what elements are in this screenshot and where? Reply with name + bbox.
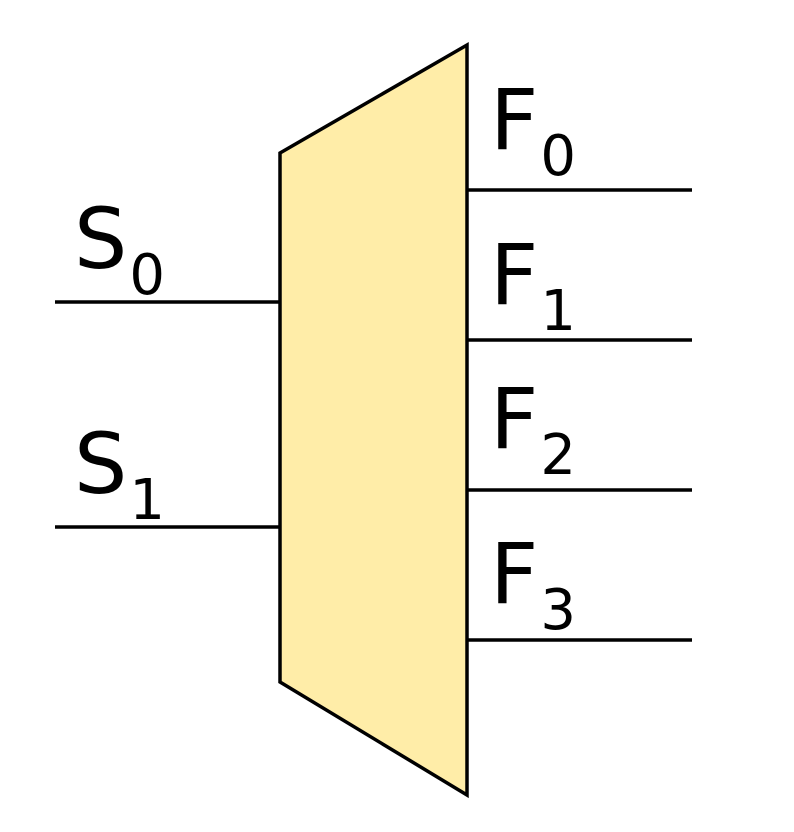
output-label-f1: F1 xyxy=(490,233,576,340)
output-label-f1-sub: 1 xyxy=(540,279,576,344)
input-label-s1: S1 xyxy=(74,422,165,529)
output-label-f2-base: F xyxy=(490,370,539,468)
input-label-s0: S0 xyxy=(74,197,165,304)
output-label-f0-sub: 0 xyxy=(540,124,576,189)
decoder-block xyxy=(278,41,469,799)
output-label-f0: F0 xyxy=(490,78,576,185)
output-label-f3-base: F xyxy=(490,525,539,623)
input-label-s1-sub: 1 xyxy=(129,468,165,533)
output-label-f3: F3 xyxy=(490,532,576,639)
output-label-f3-sub: 3 xyxy=(540,578,576,643)
output-label-f0-base: F xyxy=(490,71,539,169)
output-label-f1-base: F xyxy=(490,226,539,324)
input-label-s1-base: S xyxy=(74,415,128,513)
input-label-s0-base: S xyxy=(74,190,128,288)
output-label-f2-sub: 2 xyxy=(540,423,576,488)
input-label-s0-sub: 0 xyxy=(129,243,165,308)
output-label-f2: F2 xyxy=(490,377,576,484)
